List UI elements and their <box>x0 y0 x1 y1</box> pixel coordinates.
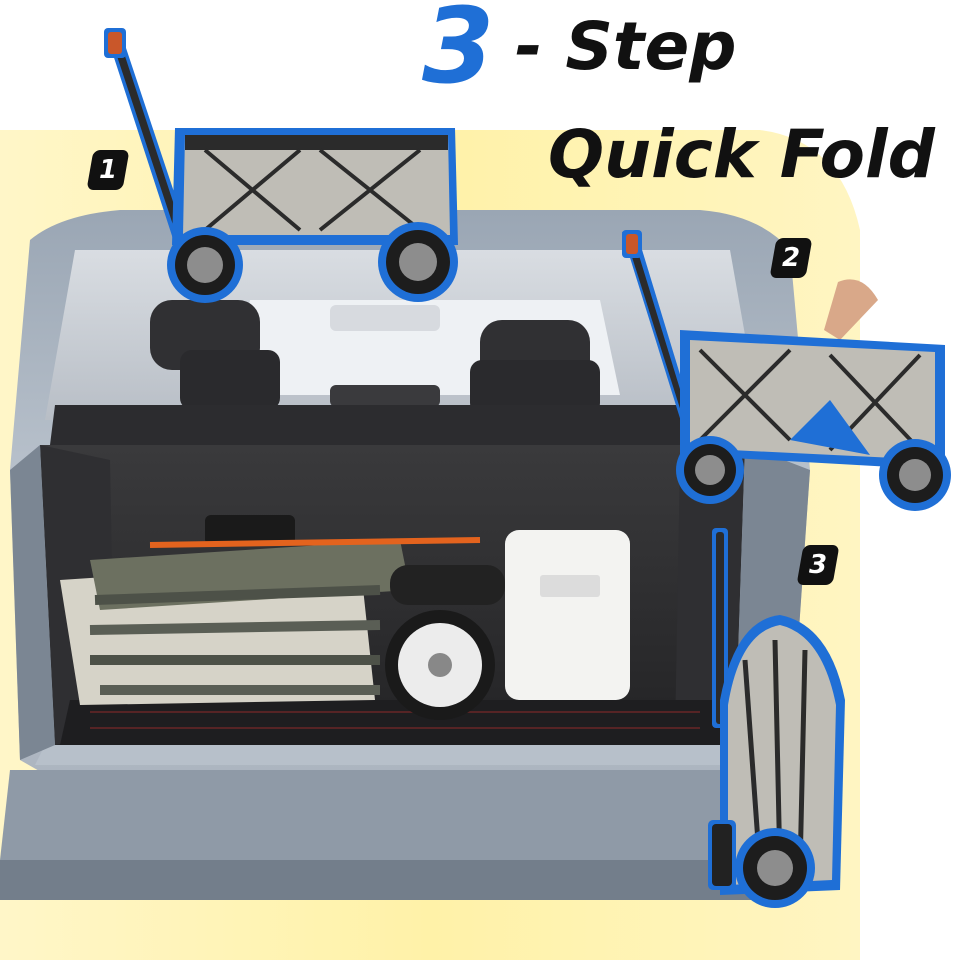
wagon-in-trunk-icon <box>60 515 630 720</box>
step-2-label: 2 <box>781 243 801 273</box>
wagon-folded-icon <box>708 528 845 908</box>
step-1-badge: 1 <box>86 150 130 190</box>
wagon-half-folded-icon <box>622 230 951 511</box>
step-3-badge: 3 <box>796 545 840 585</box>
step-2-badge: 2 <box>769 238 813 278</box>
step-3-label: 3 <box>808 550 828 580</box>
step-1-label: 1 <box>98 155 118 185</box>
wagon-open-icon <box>104 28 458 303</box>
